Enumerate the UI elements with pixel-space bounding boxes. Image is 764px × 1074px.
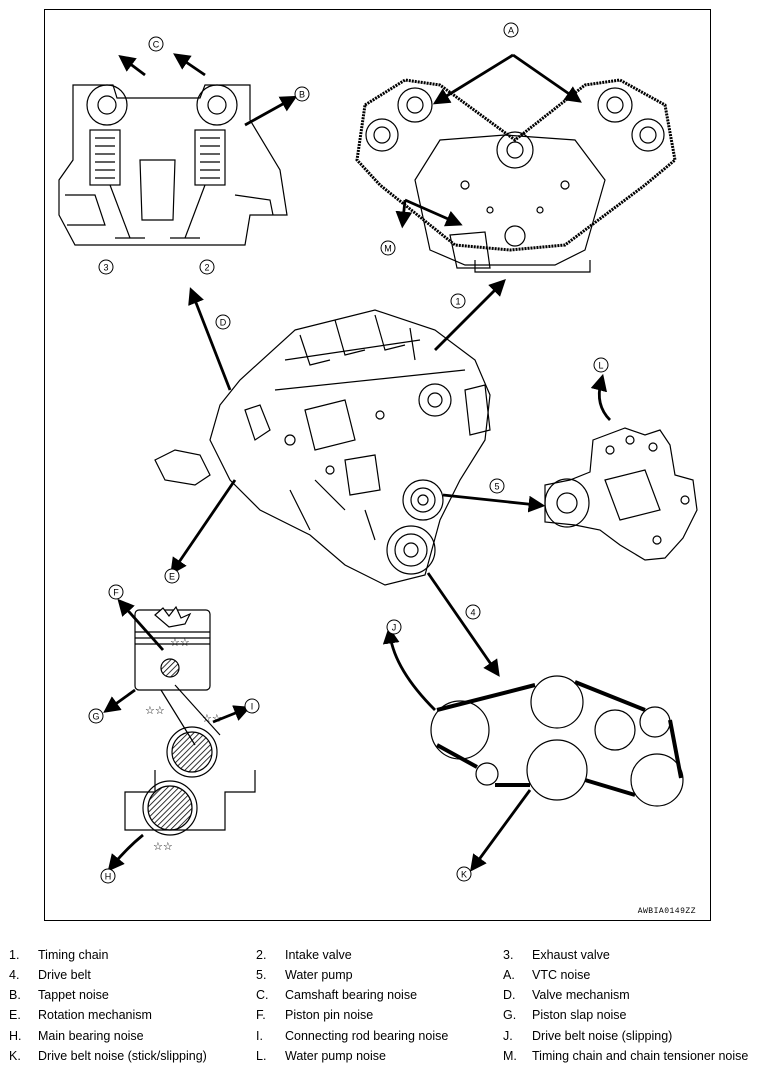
svg-text:B: B <box>299 90 305 100</box>
callout-a: A <box>503 22 519 38</box>
engine-assembly-illustration <box>154 309 491 586</box>
callout-5: 5 <box>489 478 505 494</box>
callout-d: D <box>215 314 231 330</box>
svg-text:C: C <box>153 40 160 50</box>
callout-i: I <box>244 698 260 714</box>
engine-noise-diagram: ☆☆ ☆☆ ☆☆ ☆☆ <box>44 9 711 921</box>
callout-labels: A B C D E F G H I J K L M 1 2 3 4 5 <box>88 22 609 884</box>
callout-4: 4 <box>465 604 481 620</box>
callout-h: H <box>100 868 116 884</box>
svg-text:H: H <box>105 872 112 882</box>
svg-text:☆☆: ☆☆ <box>202 713 222 725</box>
callout-g: G <box>88 708 104 724</box>
callout-m: M <box>380 240 396 256</box>
callout-3: 3 <box>98 259 114 275</box>
svg-text:4: 4 <box>470 608 475 618</box>
diagram-arrows <box>103 53 612 872</box>
svg-text:2: 2 <box>204 263 209 273</box>
callout-1: 1 <box>450 293 466 309</box>
piston-rod-illustration: ☆☆ ☆☆ ☆☆ ☆☆ <box>124 605 256 853</box>
timing-chain-illustration <box>355 78 677 273</box>
callout-j: J <box>386 619 402 635</box>
callout-l: L <box>593 357 609 373</box>
svg-text:I: I <box>251 702 254 712</box>
svg-text:A: A <box>508 26 514 36</box>
svg-text:3: 3 <box>103 263 108 273</box>
callout-2: 2 <box>199 259 215 275</box>
svg-text:1: 1 <box>455 297 460 307</box>
svg-text:F: F <box>113 588 119 598</box>
svg-text:☆☆: ☆☆ <box>153 841 173 853</box>
svg-text:G: G <box>92 712 99 722</box>
callout-k: K <box>456 866 472 882</box>
water-pump-illustration <box>544 427 698 561</box>
svg-text:K: K <box>461 870 467 880</box>
drive-belt-illustration <box>430 675 684 807</box>
callout-c: C <box>148 36 164 52</box>
callout-f: F <box>108 584 124 600</box>
callout-e: E <box>164 568 180 584</box>
callout-b: B <box>294 86 310 102</box>
cylinder-head-illustration <box>58 84 288 246</box>
svg-text:J: J <box>392 623 397 633</box>
svg-text:L: L <box>598 361 603 371</box>
svg-text:M: M <box>384 244 392 254</box>
diagram-drawing: ☆☆ ☆☆ ☆☆ ☆☆ <box>58 22 698 884</box>
svg-text:☆☆: ☆☆ <box>145 705 165 717</box>
figure-id-code: AWBIA0149ZZ <box>637 907 696 916</box>
svg-text:☆☆: ☆☆ <box>170 637 190 649</box>
svg-text:5: 5 <box>494 482 499 492</box>
svg-text:E: E <box>169 572 175 582</box>
svg-text:D: D <box>220 318 227 328</box>
